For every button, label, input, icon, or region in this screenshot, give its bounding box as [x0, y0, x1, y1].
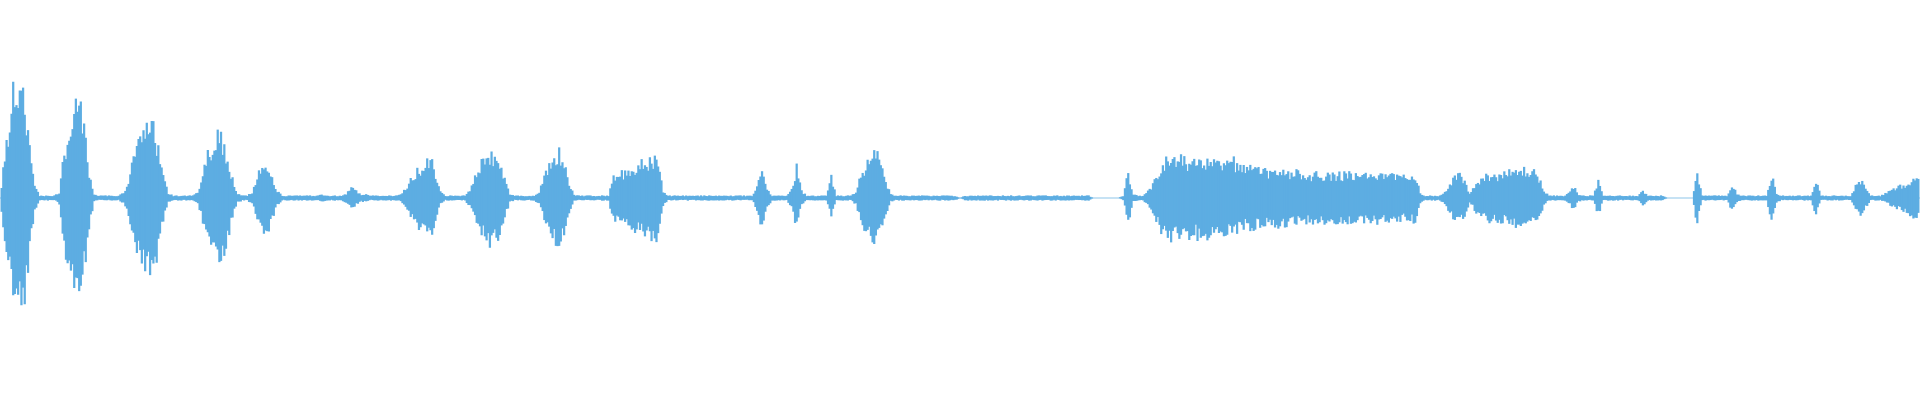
- waveform-bars: [0, 81, 1920, 306]
